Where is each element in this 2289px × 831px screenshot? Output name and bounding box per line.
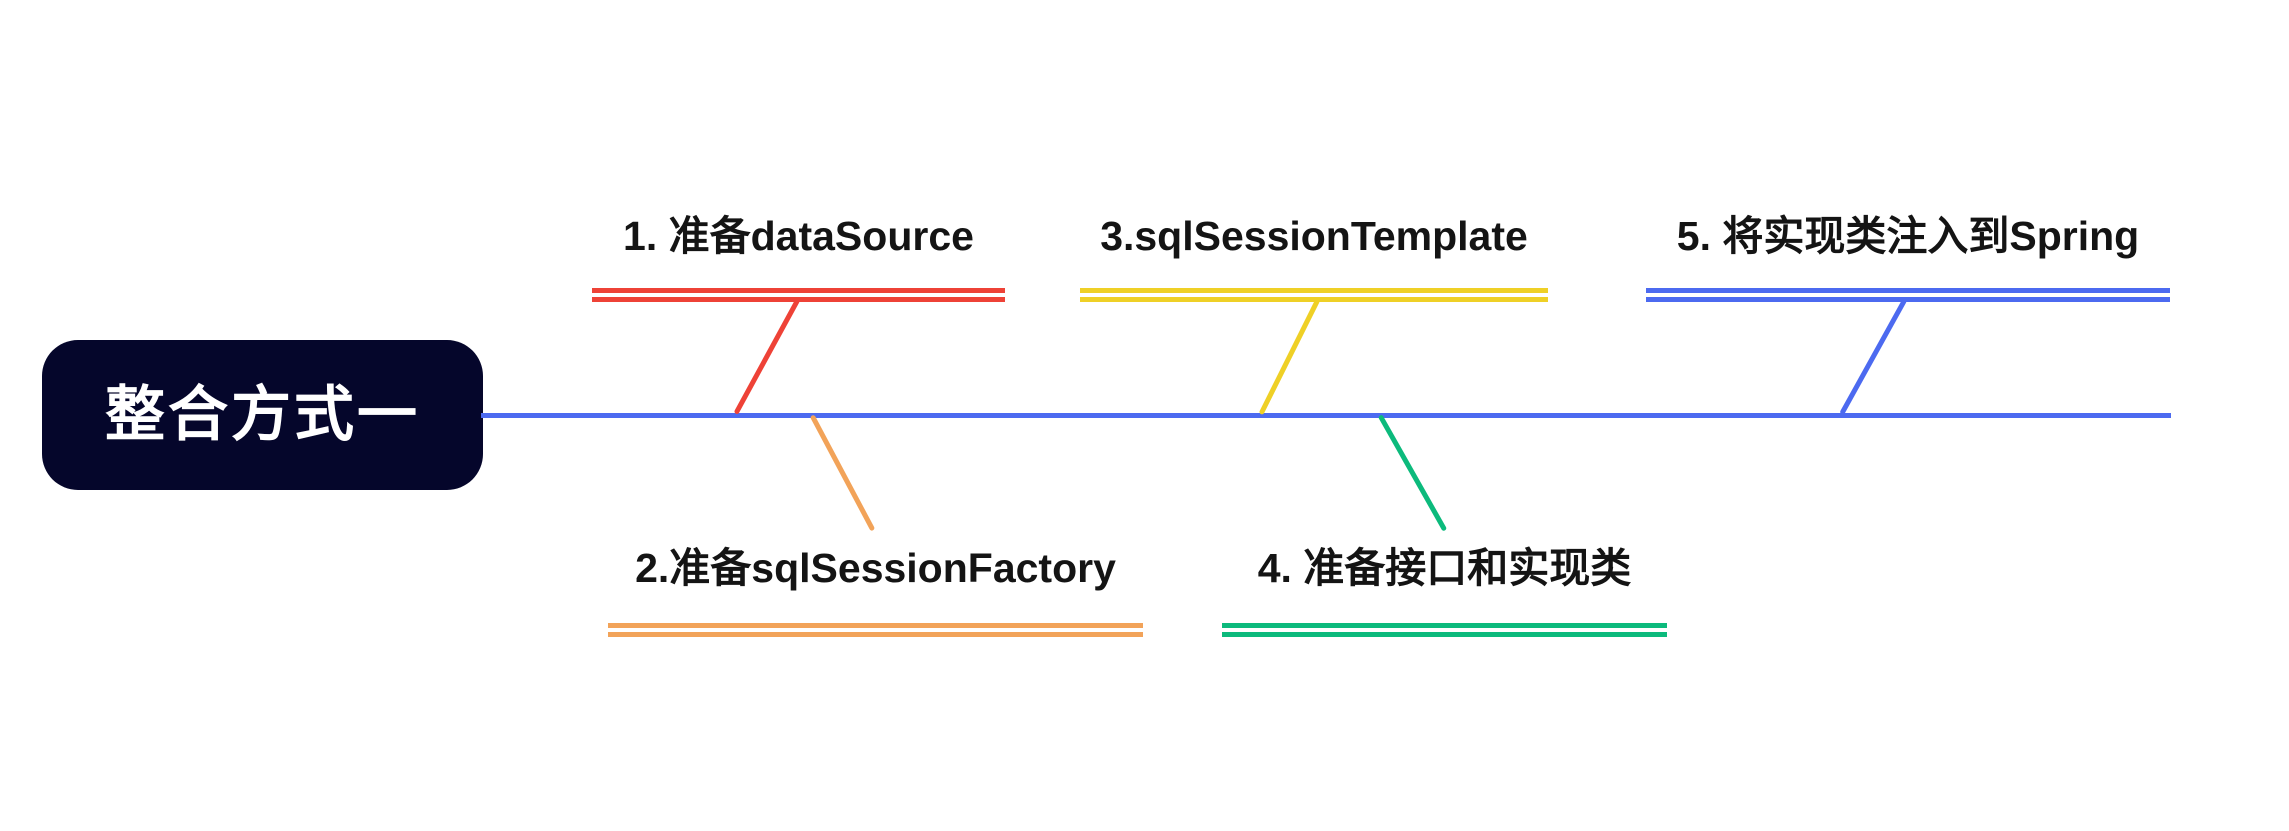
branch-4-label[interactable]: 4. 准备接口和实现类 <box>1257 545 1632 591</box>
root-topic[interactable]: 整合方式一 <box>42 340 483 490</box>
branch-4-underline <box>1222 623 1667 637</box>
branch-1-label[interactable]: 1. 准备dataSource <box>623 213 974 259</box>
branch-2-connector-line <box>809 414 876 532</box>
branch-4-connector-line <box>1377 414 1448 532</box>
branch-5-underline <box>1646 288 2170 302</box>
root-topic-label: 整合方式一 <box>105 381 420 448</box>
branch-5-connector-line <box>1839 298 1908 416</box>
branch-1-connector-line <box>733 298 801 415</box>
branch-3-underline <box>1080 288 1548 302</box>
branch-1-underline <box>592 288 1005 302</box>
branch-2-underline <box>608 623 1143 637</box>
branch-2-label[interactable]: 2.准备sqlSessionFactory <box>635 545 1116 591</box>
branch-3-connector-line <box>1258 298 1321 416</box>
spine-line <box>481 413 2171 418</box>
branch-3-label[interactable]: 3.sqlSessionTemplate <box>1100 213 1528 259</box>
branch-5-label[interactable]: 5. 将实现类注入到Spring <box>1676 213 2140 259</box>
